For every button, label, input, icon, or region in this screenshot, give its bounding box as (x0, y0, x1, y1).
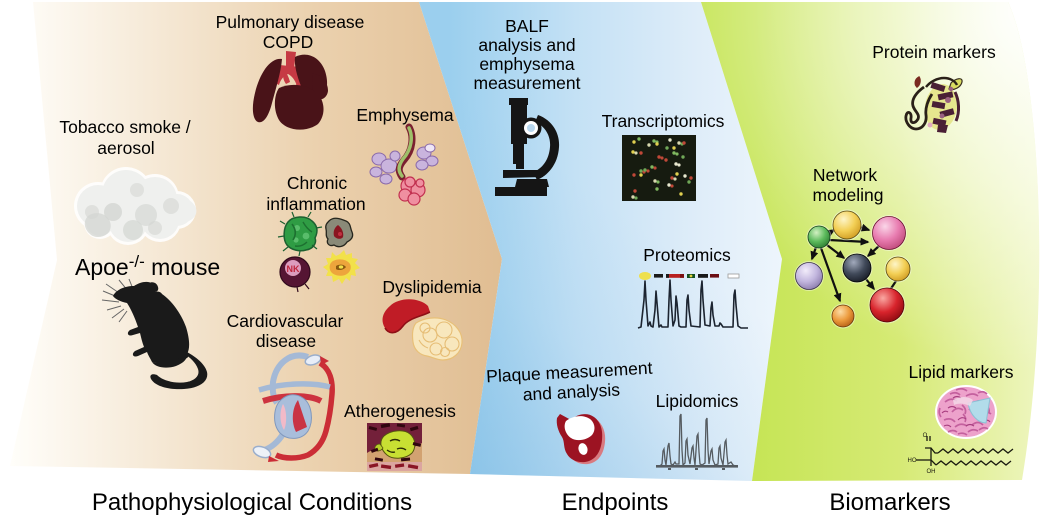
svg-text:modeling: modeling (812, 185, 883, 205)
svg-text:Apoe-/- mouse: Apoe-/- mouse (75, 252, 220, 280)
svg-text:HO: HO (908, 458, 917, 464)
svg-text:Endpoints: Endpoints (562, 489, 669, 516)
svg-text:Lipidomics: Lipidomics (656, 391, 739, 411)
svg-text:aerosol: aerosol (97, 138, 154, 158)
svg-text:Tobacco smoke /: Tobacco smoke / (59, 117, 190, 137)
svg-text:Protein markers: Protein markers (872, 42, 996, 62)
svg-text:Dyslipidemia: Dyslipidemia (382, 277, 481, 297)
svg-text:emphysema: emphysema (479, 54, 575, 74)
svg-text:Pulmonary disease: Pulmonary disease (216, 12, 365, 32)
svg-text:disease: disease (256, 331, 316, 351)
svg-text:Chronic: Chronic (287, 173, 348, 193)
svg-text:Proteomics: Proteomics (643, 245, 731, 265)
svg-text:Cardiovascular: Cardiovascular (227, 311, 344, 331)
svg-text:Transcriptomics: Transcriptomics (602, 111, 725, 131)
svg-text:Lipid markers: Lipid markers (908, 362, 1013, 382)
svg-text:Pathophysiological Conditions: Pathophysiological Conditions (92, 489, 412, 516)
svg-text:COPD: COPD (263, 32, 314, 52)
svg-text:Emphysema: Emphysema (356, 105, 454, 125)
svg-text:measurement: measurement (474, 73, 581, 93)
svg-text:inflammation: inflammation (266, 194, 365, 214)
svg-text:BALF: BALF (505, 16, 549, 36)
svg-text:analysis and: analysis and (478, 35, 575, 55)
svg-text:O: O (923, 433, 928, 439)
svg-text:NK: NK (287, 264, 300, 274)
svg-text:Network: Network (813, 165, 877, 185)
svg-text:Biomarkers: Biomarkers (829, 489, 950, 516)
svg-text:OH: OH (927, 469, 936, 475)
svg-text:Atherogenesis: Atherogenesis (344, 401, 456, 421)
